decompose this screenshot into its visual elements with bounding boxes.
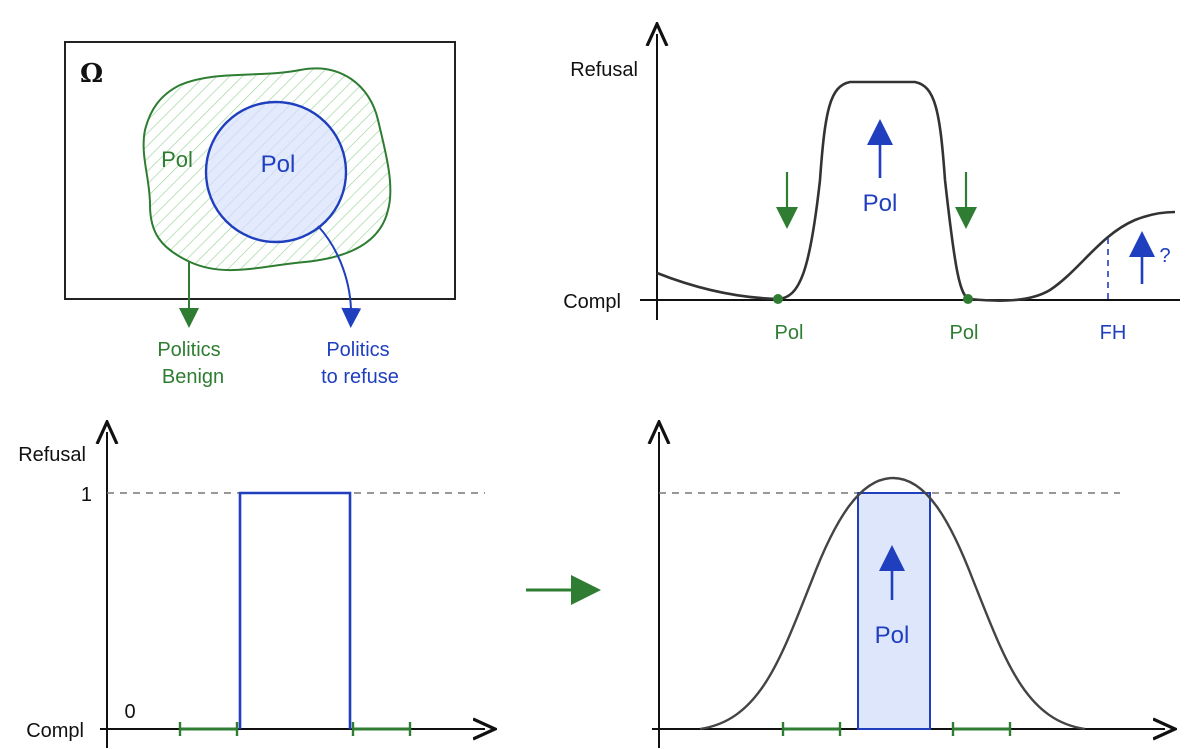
peak-label: Pol: [863, 190, 898, 217]
benign-caption-line2: Benign: [162, 366, 224, 388]
pol-band: [857, 492, 931, 730]
tick-one: 1: [81, 484, 92, 506]
curved-arrow-icon: [317, 225, 362, 328]
pol-point-left: [773, 294, 783, 304]
top-right-plot: Refusal Compl Pol ? Pol Pol FH: [563, 34, 1180, 344]
venn-panel: Ω Pol Pol Politics Benign Politics to re…: [64, 41, 456, 388]
refusal-curve: [656, 80, 1176, 302]
outer-set-label: Pol: [161, 147, 193, 172]
tick-label-pol-right: Pol: [950, 322, 979, 344]
smooth-refusal-curve: [699, 476, 1086, 731]
y-axis-label: Refusal: [570, 59, 638, 81]
refuse-caption-line1: Politics: [326, 339, 389, 361]
refuse-caption-line2: to refuse: [321, 366, 399, 388]
benign-caption-line1: Politics: [157, 339, 220, 361]
pol-point-right: [963, 294, 973, 304]
omega-symbol: Ω: [80, 59, 103, 89]
x-axis-label: Compl: [563, 291, 621, 313]
tick-label-pol-left: Pol: [775, 322, 804, 344]
x-axis-label: Compl: [26, 720, 84, 742]
question-mark: ?: [1159, 245, 1170, 267]
bottom-left-plot: Refusal Compl 1 0: [18, 432, 485, 748]
inner-set-label: Pol: [261, 151, 296, 178]
band-label: Pol: [875, 622, 910, 649]
tick-label-fh: FH: [1100, 322, 1127, 344]
step-refusal-box: [238, 491, 352, 729]
bottom-right-plot: Pol: [652, 432, 1165, 748]
y-axis-label: Refusal: [18, 444, 86, 466]
tick-zero: 0: [124, 701, 135, 723]
